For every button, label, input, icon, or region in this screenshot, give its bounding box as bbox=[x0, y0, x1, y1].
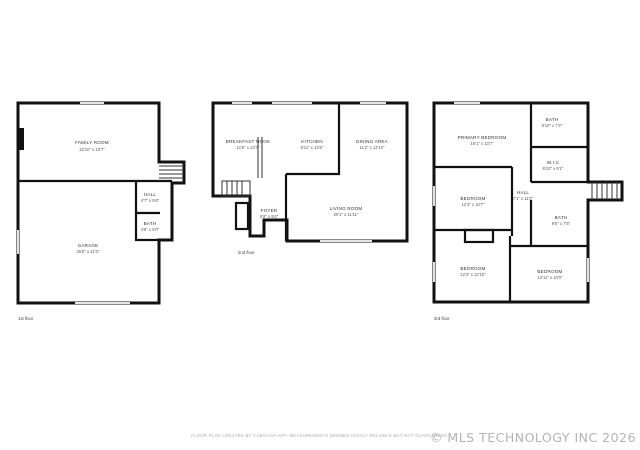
room-dims-dining-area: 11'2" x 12'10" bbox=[360, 145, 385, 150]
room-name-hall-3: HALL bbox=[517, 190, 530, 195]
room-name-foyer: FOYER bbox=[261, 208, 278, 213]
first-floor-outer-walls bbox=[16, 101, 186, 305]
room-name-bedroom-b: BEDROOM bbox=[460, 266, 485, 271]
room-dims-hall-1: 4'7" x 5'6" bbox=[141, 198, 160, 203]
fireplace-block bbox=[18, 128, 24, 150]
room-dims-bath-3a: 6'10" x 7'2" bbox=[542, 123, 563, 128]
room-dims-bedroom-b: 12'3" x 12'10" bbox=[460, 272, 486, 277]
room-name-living-room: LIVING ROOM bbox=[330, 206, 363, 211]
watermark-text: © MLS TECHNOLOGY INC 2026 bbox=[430, 430, 636, 445]
room-dims-living-room: 20'1" x 11'11" bbox=[334, 212, 359, 217]
floor-label-1st: 1st floor bbox=[18, 316, 34, 321]
first-floor-plan bbox=[16, 101, 186, 305]
room-dims-family-room: 22'10" x 13'7" bbox=[79, 147, 105, 152]
room-name-wic: W.I.C bbox=[547, 160, 560, 165]
room-name-bedroom-c: BEDROOM bbox=[537, 269, 562, 274]
room-name-garage: GARAGE bbox=[78, 243, 99, 248]
third-floor-plan bbox=[432, 101, 624, 304]
room-name-bedroom-a: BEDROOM bbox=[460, 196, 485, 201]
room-dims-bath-1: 4'8" x 5'0" bbox=[141, 227, 160, 232]
hall-bath-walls bbox=[134, 181, 159, 242]
room-dims-bedroom-a: 12'3" x 10'7" bbox=[462, 202, 485, 207]
room-name-kitchen: KITCHEN bbox=[301, 139, 323, 144]
room-dims-wic: 6'10" x 6'1" bbox=[543, 166, 564, 171]
floor-label-3rd: 3rd floor bbox=[434, 316, 450, 321]
room-dims-bath-3b: 9'5" x 7'5" bbox=[552, 221, 571, 226]
second-floor-outer-walls bbox=[211, 101, 409, 243]
room-dims-foyer: 5'8" x 9'4" bbox=[260, 214, 279, 219]
room-name-bath-3a: BATH bbox=[546, 117, 559, 122]
floor-label-2nd: 2nd floor bbox=[238, 250, 255, 255]
room-name-primary-bedroom: PRIMARY BEDROOM bbox=[458, 135, 507, 140]
room-name-family-room: FAMILY ROOM bbox=[75, 140, 109, 145]
second-floor-stairs bbox=[221, 180, 251, 197]
third-floor-stairs bbox=[591, 182, 618, 200]
room-name-bath-1: BATH bbox=[144, 221, 157, 226]
room-dims-primary-bedroom: 16'1" x 13'7" bbox=[471, 141, 494, 146]
room-dims-hall-3: 7'1" x 11'2" bbox=[513, 196, 534, 201]
room-dims-kitchen: 8'11" x 12'6" bbox=[301, 145, 324, 150]
room-name-breakfast-nook: BREAKFAST NOOK bbox=[226, 139, 271, 144]
room-name-hall-1: HALL bbox=[144, 192, 157, 197]
room-name-bath-3b: BATH bbox=[555, 215, 568, 220]
third-floor-outer-walls bbox=[432, 101, 624, 304]
room-dims-garage: 25'6" x 21'3" bbox=[77, 249, 100, 254]
disclaimer-text: FLOOR PLAN CREATED BY CUBICASA APP. MEAS… bbox=[191, 433, 449, 438]
first-floor-stairs bbox=[159, 165, 184, 179]
second-floor-plan bbox=[211, 101, 409, 243]
room-dims-breakfast-nook: 11'8" x 13'7" bbox=[237, 145, 260, 150]
room-dims-bedroom-c: 12'11" x 10'0" bbox=[538, 275, 563, 280]
room-name-dining-area: DINING AREA bbox=[356, 139, 389, 144]
